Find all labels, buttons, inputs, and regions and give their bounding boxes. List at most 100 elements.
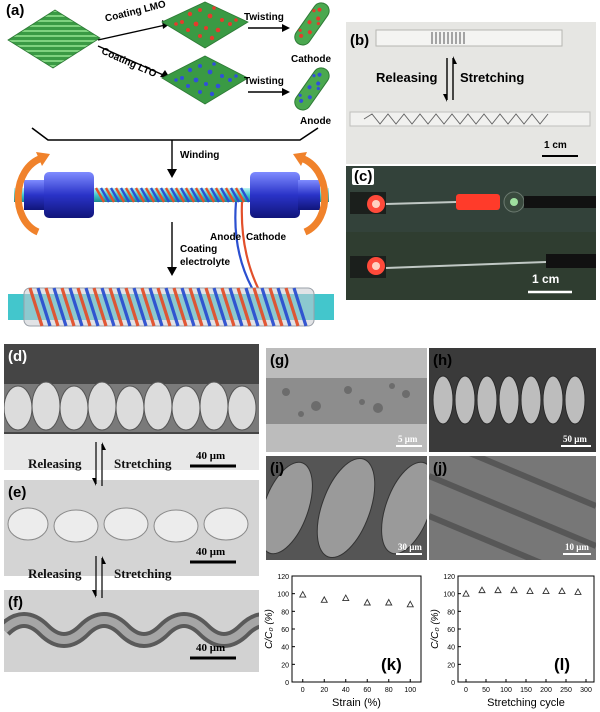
panel-f-label: (f) xyxy=(8,594,23,611)
panel-h: (h) 50 μm xyxy=(429,348,596,452)
right-motor xyxy=(250,172,320,218)
b-reversible-arrow xyxy=(446,58,454,100)
panel-g-sem xyxy=(266,348,427,452)
data-point xyxy=(574,587,582,595)
anode-lead-label: Anode xyxy=(210,232,242,243)
panel-c-label: (c) xyxy=(352,168,375,185)
x-tick-label: 300 xyxy=(580,687,592,694)
panel-b: (b) Releasing Stretching 1 cm xyxy=(346,22,596,164)
panel-j: (j) 10 μm xyxy=(429,456,596,560)
winding-label: Winding xyxy=(180,150,220,161)
y-tick-label: 100 xyxy=(443,592,455,599)
panel-label: (l) xyxy=(554,655,570,674)
cnt-sheet xyxy=(7,9,101,69)
panel-g: (g) 5 μm xyxy=(266,348,427,452)
de-transition: Releasing Stretching xyxy=(4,444,259,484)
cathode-lead-label: Cathode xyxy=(246,232,286,243)
panel-h-sem xyxy=(429,348,596,452)
de-stretching-label: Stretching xyxy=(114,456,172,471)
x-tick-label: 50 xyxy=(482,687,490,694)
panel-c-photo xyxy=(346,166,596,300)
y-tick-label: 40 xyxy=(281,645,289,652)
panel-i-sem xyxy=(266,456,427,560)
x-tick-label: 100 xyxy=(500,687,512,694)
panel-j-sem xyxy=(429,456,596,560)
y-tick-label: 60 xyxy=(447,627,455,634)
y-tick-label: 120 xyxy=(277,574,289,581)
def-reversible-arrows xyxy=(92,442,106,598)
electrolyte-coated-battery xyxy=(8,287,334,327)
panel-b-label: (b) xyxy=(350,32,370,49)
data-point xyxy=(341,594,350,602)
y-tick-label: 40 xyxy=(447,645,455,652)
panel-j-label: (j) xyxy=(433,460,448,477)
cathode-label: Cathode xyxy=(291,54,331,65)
panel-c: (c) 1 cm xyxy=(346,166,596,300)
lto-sheet xyxy=(161,55,249,105)
panel-d: (d) 40 μm xyxy=(4,344,259,470)
panel-f-sem xyxy=(4,590,259,672)
data-point xyxy=(558,587,566,594)
data-point xyxy=(542,587,550,594)
panel-a: (a) Coating LMO Coating LTO Twisting Twi… xyxy=(0,0,345,338)
data-point xyxy=(510,586,518,594)
x-tick-label: 200 xyxy=(540,687,552,694)
y-axis-label: C/C₀ (%) xyxy=(430,609,441,649)
panel-e-sem xyxy=(4,480,259,576)
panel-label: (k) xyxy=(381,655,402,674)
panel-d-label: (d) xyxy=(8,348,28,365)
c-scale-label: 1 cm xyxy=(532,272,560,286)
x-tick-label: 40 xyxy=(342,687,350,694)
y-tick-label: 120 xyxy=(443,574,455,581)
j-scale-label: 10 μm xyxy=(565,542,589,552)
y-tick-label: 60 xyxy=(281,627,289,634)
panel-i-label: (i) xyxy=(270,460,285,477)
panel-a-label: (a) xyxy=(6,2,25,19)
h-scale-label: 50 μm xyxy=(563,434,587,444)
coating-electrolyte-label-1: Coating xyxy=(180,244,218,255)
anode-fiber xyxy=(294,67,330,111)
data-point xyxy=(406,600,415,608)
x-tick-label: 0 xyxy=(464,687,468,694)
x-tick-label: 20 xyxy=(320,687,328,694)
cathode-fiber xyxy=(294,2,330,46)
panel-h-label: (h) xyxy=(433,352,453,369)
data-point xyxy=(478,586,486,594)
ef-transition: Releasing Stretching xyxy=(4,556,259,596)
panel-e-label: (e) xyxy=(8,484,27,501)
x-tick-label: 80 xyxy=(385,687,393,694)
panel-d-sem xyxy=(4,344,259,470)
stretched-battery xyxy=(349,111,591,127)
x-tick-label: 0 xyxy=(301,687,305,694)
b-scale-label: 1 cm xyxy=(544,140,567,151)
x-axis-label: Stretching cycle xyxy=(487,697,565,709)
x-axis-label: Strain (%) xyxy=(332,697,381,709)
x-tick-label: 150 xyxy=(520,687,532,694)
helix-winding xyxy=(94,187,251,203)
y-axis-label: C/C₀ (%) xyxy=(264,609,275,649)
i-scale-label: 30 μm xyxy=(398,542,422,552)
y-tick-label: 20 xyxy=(447,662,455,669)
f-scale-label: 40 μm xyxy=(196,642,226,654)
merge-bracket xyxy=(31,127,319,141)
data-point xyxy=(320,595,329,603)
data-point xyxy=(384,598,393,606)
de-releasing-label: Releasing xyxy=(28,456,82,471)
lmo-sheet xyxy=(161,1,249,49)
twisting-label-2: Twisting xyxy=(244,76,284,87)
right-rotation-arrow xyxy=(299,154,329,236)
lmo-particles xyxy=(174,6,238,41)
left-rotation-arrow xyxy=(14,154,44,236)
y-tick-label: 100 xyxy=(277,592,289,599)
y-tick-label: 0 xyxy=(285,680,289,687)
panel-b-photo xyxy=(346,22,596,164)
data-point xyxy=(526,587,534,594)
c-bottom-clamp xyxy=(350,254,596,278)
panel-a-schematic xyxy=(7,1,334,327)
anode-label: Anode xyxy=(300,116,332,127)
left-motor xyxy=(24,172,94,218)
data-point xyxy=(462,589,470,597)
y-tick-label: 80 xyxy=(281,609,289,616)
